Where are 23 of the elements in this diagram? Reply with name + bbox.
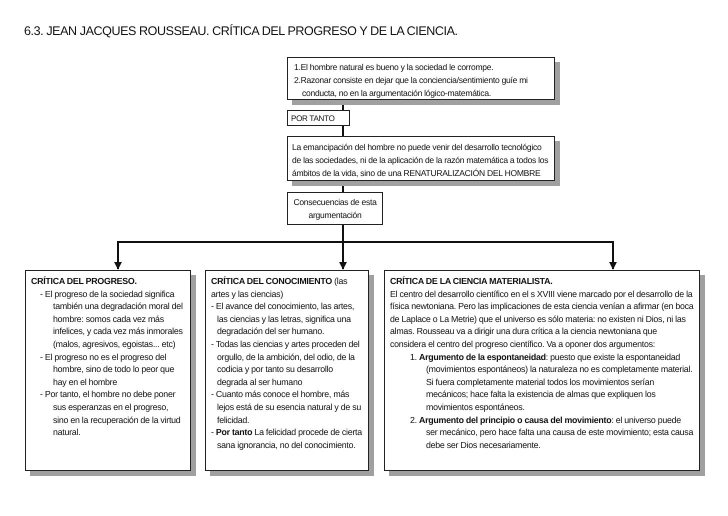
text-box: [287, 192, 383, 225]
list-item: - Por tanto, el hombre no debe poner sus esperanzas en el progreso, sino en la recuperación de la virtud natural.: [39, 388, 182, 439]
box-text: La emancipación del hombre no puede venir del desarrollo tecnológico de las sociedades, ni de la aplicación de la razón matemática a todos los ámbitos de la vida, sino de una RENATURALIZACIÓN DEL HOMBRE: [292, 141, 550, 180]
box-heading: CRÍTICA DEL PROGRESO.: [31, 275, 138, 288]
box-text: POR TANTO: [291, 113, 336, 125]
box-text: Consecuencias de esta argumentación: [292, 196, 378, 222]
list-item: - El progreso de la sociedad significa también una degradación moral del hombre: somos cada vez más infelices, y cada vez más inmorales (malos, agresivos, egoistas... etc): [39, 288, 184, 351]
arrow: [342, 225, 617, 270]
list-item: 2. Argumento del principio o causa del movimiento: el universo puede ser mecánico, pero hace falta una causa de este movimiento; esta causa debe ser Dios necesariamente.: [409, 414, 694, 452]
connector-line: [342, 126, 344, 136]
title: 6.3. JEAN JACQUES ROUSSEAU. CRÍTICA DEL PROGRESO Y DE LA CIENCIA.: [24, 24, 458, 38]
box-text: El centro del desarrollo científico en el s XVIII viene marcado por el desarrollo de la física newtoniana. Pero las implicaciones de esta ciencia venían a afirmar (en boca de Laplace o La Metrie) que el universo es sólo materia: no existen ni Dios, ni las almas. Rousseau va a dirigir una dura crítica a la ciencia newtoniana que considera el centro del progreso científico. Va a oponer dos argumentos:: [390, 288, 694, 351]
text-box: [287, 110, 350, 126]
box-heading: CRÍTICA DE LA CIENCIA MATERIALISTA.: [390, 275, 554, 288]
list-item: 1. Argumento de la espontaneidad: puesto que existe la espontaneidad (movimientos espontáneos) la naturaleza no es completamente material. Si fuera completamente material todos los movimientos serían mecánicos; hace falta la existencia de almas que expliquen los movimientos espontáneos.: [409, 350, 694, 414]
list-item: - Todas las ciencias y artes proceden del orgullo, de la ambición, del odio, de la codicia y por tanto su desarrollo degrada al ser humano: [211, 338, 361, 388]
box-heading: CRÍTICA DEL CONOCIMIENTO (las artes y las ciencias): [211, 275, 348, 300]
list-item: - El progreso no es el progreso del hombre, sino de todo lo peor que hay en el hombre: [39, 350, 176, 388]
list-item: - Por tanto La felicidad procede de cierta sana ignorancia, no del conocimiento.: [211, 426, 363, 452]
box-text: 1.El hombre natural es bueno y la sociedad le corrompe.: [294, 61, 494, 74]
list-item: 2.Razonar consiste en dejar que la conciencia/sentimiento guíe mi conducta, no en la argumentación lógico-matemática.: [294, 74, 529, 100]
list-item: - El avance del conocimiento, las artes, las ciencias y las letras, significa una degradación del ser humano.: [211, 300, 356, 338]
list-item: - Cuanto más conoce el hombre, más lejos está de su esencia natural y de su felicidad.: [211, 388, 362, 426]
